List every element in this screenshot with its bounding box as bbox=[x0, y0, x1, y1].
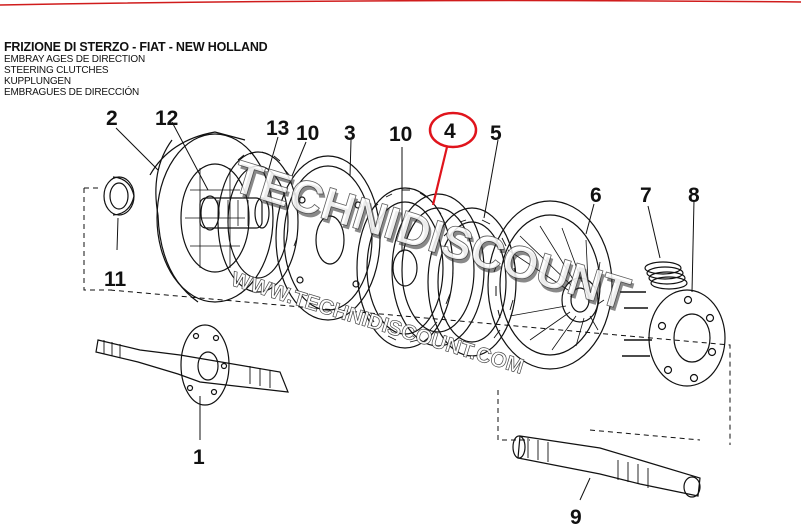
leader-lines bbox=[115, 121, 695, 501]
output-shaft-part-9 bbox=[512, 435, 701, 498]
callout-1: 1 bbox=[193, 446, 205, 469]
callout-6: 6 bbox=[590, 184, 602, 207]
callout-2: 2 bbox=[106, 107, 118, 130]
splined-drum-part-13 bbox=[217, 151, 299, 293]
page-title: FRIZIONE DI STERZO - FIAT - NEW HOLLAND bbox=[4, 40, 268, 54]
callout-8: 8 bbox=[688, 184, 700, 207]
clutch-drum-part-2 bbox=[149, 131, 274, 303]
subtitle-french: EMBRAY AGES DE DIRECTION bbox=[4, 53, 145, 65]
highlight-marker bbox=[428, 111, 478, 206]
callout-10-left: 10 bbox=[296, 122, 319, 145]
callout-3: 3 bbox=[344, 122, 356, 145]
friction-disc-part-5 bbox=[427, 207, 517, 357]
top-red-rule bbox=[0, 0, 801, 6]
input-shaft-part-1 bbox=[95, 324, 289, 406]
spring-part-7 bbox=[644, 261, 688, 290]
pressure-plate-part-3 bbox=[275, 155, 381, 321]
callout-labels: 2 12 13 10 3 10 4 5 6 7 8 11 1 9 bbox=[104, 107, 700, 529]
page-header: FRIZIONE DI STERZO - FIAT - NEW HOLLAND … bbox=[4, 40, 268, 98]
callout-5: 5 bbox=[490, 122, 502, 145]
subtitle-spanish: EMBRAGUES DE DIRECCIÓN bbox=[4, 86, 140, 98]
callout-9: 9 bbox=[570, 506, 582, 529]
subtitle-english: STEERING CLUTCHES bbox=[4, 64, 109, 76]
callout-12: 12 bbox=[155, 107, 178, 130]
callout-13: 13 bbox=[266, 117, 289, 140]
seal-ring-part-11 bbox=[103, 176, 135, 216]
steel-disc-part-4 bbox=[391, 193, 485, 347]
inner-hub-part-6 bbox=[487, 200, 613, 370]
end-flange-part-8 bbox=[620, 289, 726, 387]
callout-4: 4 bbox=[444, 120, 456, 143]
callout-10-right: 10 bbox=[389, 123, 412, 146]
callout-7: 7 bbox=[640, 184, 652, 207]
callout-11: 11 bbox=[104, 268, 127, 291]
subtitle-german: KUPPLUNGEN bbox=[4, 75, 71, 87]
